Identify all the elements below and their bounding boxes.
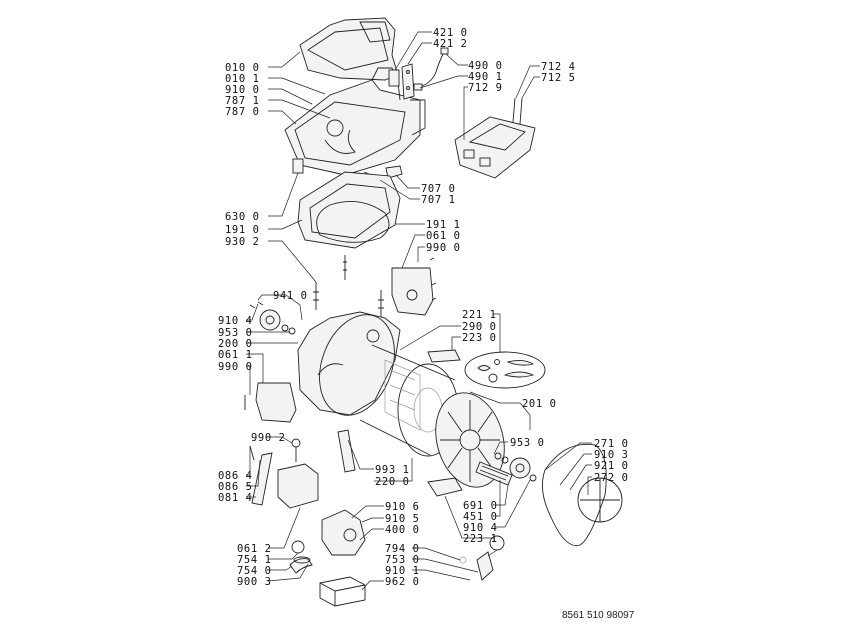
label-900-3[interactable]: 900 3 xyxy=(237,576,272,588)
label-221-1[interactable]: 221 1 xyxy=(462,309,497,321)
label-223-0[interactable]: 223 0 xyxy=(462,332,497,344)
label-712-5[interactable]: 712 5 xyxy=(541,72,576,84)
label-691-0[interactable]: 691 0 xyxy=(463,500,498,512)
label-930-2[interactable]: 930 2 xyxy=(225,236,260,248)
label-910-3[interactable]: 910 3 xyxy=(594,449,629,461)
seal-kit-drawing[interactable] xyxy=(464,351,546,389)
label-200-0[interactable]: 200 0 xyxy=(218,338,253,350)
lower-weight-drawing[interactable] xyxy=(277,438,319,509)
label-191-0[interactable]: 191 0 xyxy=(225,224,260,236)
label-953-0-left[interactable]: 953 0 xyxy=(218,327,253,339)
label-290-0[interactable]: 290 0 xyxy=(462,321,497,333)
label-910-4-right[interactable]: 910 4 xyxy=(463,522,498,534)
label-086-4[interactable]: 086 4 xyxy=(218,470,253,482)
part-labels: 010 0 010 1 910 0 787 1 787 0 421 0 421 … xyxy=(218,27,629,588)
label-421-2[interactable]: 421 2 xyxy=(433,38,468,50)
label-962-0[interactable]: 962 0 xyxy=(385,576,420,588)
label-787-1[interactable]: 787 1 xyxy=(225,95,260,107)
label-787-0[interactable]: 787 0 xyxy=(225,106,260,118)
label-941-0[interactable]: 941 0 xyxy=(273,290,308,302)
label-086-5[interactable]: 086 5 xyxy=(218,481,253,493)
label-712-9[interactable]: 712 9 xyxy=(468,82,503,94)
top-frame-drawing[interactable] xyxy=(284,67,426,176)
drain-hose-drawing[interactable] xyxy=(289,540,313,574)
label-921-0[interactable]: 921 0 xyxy=(594,460,629,472)
tub-front-drawing[interactable] xyxy=(297,304,408,426)
label-910-1[interactable]: 910 1 xyxy=(385,565,420,577)
cable-drawing[interactable] xyxy=(413,47,449,91)
left-bearing-drawing[interactable] xyxy=(249,301,296,335)
label-191-1[interactable]: 191 1 xyxy=(426,219,461,231)
front-weight-drawing[interactable] xyxy=(391,257,437,316)
label-400-0[interactable]: 400 0 xyxy=(385,524,420,536)
pump-drawing[interactable] xyxy=(321,509,366,556)
label-451-0[interactable]: 451 0 xyxy=(463,511,498,523)
label-910-0[interactable]: 910 0 xyxy=(225,84,260,96)
label-061-0[interactable]: 061 0 xyxy=(426,230,461,242)
belt-drawing[interactable] xyxy=(541,443,607,547)
label-910-6[interactable]: 910 6 xyxy=(385,501,420,513)
label-201-0[interactable]: 201 0 xyxy=(522,398,557,410)
label-010-1[interactable]: 010 1 xyxy=(225,73,260,85)
label-061-2[interactable]: 061 2 xyxy=(237,543,272,555)
label-490-1[interactable]: 490 1 xyxy=(468,71,503,83)
tub-ring-drawing[interactable] xyxy=(297,171,401,249)
label-712-4[interactable]: 712 4 xyxy=(541,61,576,73)
part-630-drawing[interactable] xyxy=(292,158,304,174)
label-490-0[interactable]: 490 0 xyxy=(468,60,503,72)
label-220-0[interactable]: 220 0 xyxy=(375,476,410,488)
label-061-1[interactable]: 061 1 xyxy=(218,349,253,361)
label-272-0[interactable]: 272 0 xyxy=(594,472,629,484)
bearing-cover-drawing[interactable] xyxy=(427,349,461,363)
label-223-1[interactable]: 223 1 xyxy=(463,533,498,545)
label-753-0[interactable]: 753 0 xyxy=(385,554,420,566)
label-990-0[interactable]: 990 0 xyxy=(426,242,461,254)
diagram-code: 8561 510 98097 xyxy=(562,610,635,621)
hinge-plates-drawing[interactable] xyxy=(388,63,415,100)
label-630-0[interactable]: 630 0 xyxy=(225,211,260,223)
filter-box-drawing[interactable] xyxy=(319,576,366,607)
label-081-4[interactable]: 081 4 xyxy=(218,492,253,504)
motor-bracket-drawing[interactable] xyxy=(577,477,623,523)
label-993-1[interactable]: 993 1 xyxy=(375,464,410,476)
control-module-drawing[interactable] xyxy=(454,97,536,179)
label-910-4-left[interactable]: 910 4 xyxy=(218,315,253,327)
label-271-0[interactable]: 271 0 xyxy=(594,438,629,450)
top-lid-drawing[interactable] xyxy=(299,17,399,81)
lower-clamp-drawing[interactable] xyxy=(427,477,463,497)
label-990-2[interactable]: 990 2 xyxy=(251,432,286,444)
label-910-5[interactable]: 910 5 xyxy=(385,513,420,525)
left-weight-drawing[interactable] xyxy=(244,382,297,423)
label-707-1[interactable]: 707 1 xyxy=(421,194,456,206)
label-754-1[interactable]: 754 1 xyxy=(237,554,272,566)
label-010-0[interactable]: 010 0 xyxy=(225,62,260,74)
label-990-0-left[interactable]: 990 0 xyxy=(218,361,253,373)
shock-absorbers-drawing[interactable] xyxy=(249,429,356,506)
label-707-0[interactable]: 707 0 xyxy=(421,183,456,195)
leader-lines xyxy=(246,31,592,591)
label-953-0-right[interactable]: 953 0 xyxy=(510,437,545,449)
pulley-drawing[interactable] xyxy=(494,452,537,482)
label-754-0[interactable]: 754 0 xyxy=(237,565,272,577)
tub-rear-drawing[interactable] xyxy=(426,385,515,495)
label-794-0[interactable]: 794 0 xyxy=(385,543,420,555)
label-421-0[interactable]: 421 0 xyxy=(433,27,468,39)
